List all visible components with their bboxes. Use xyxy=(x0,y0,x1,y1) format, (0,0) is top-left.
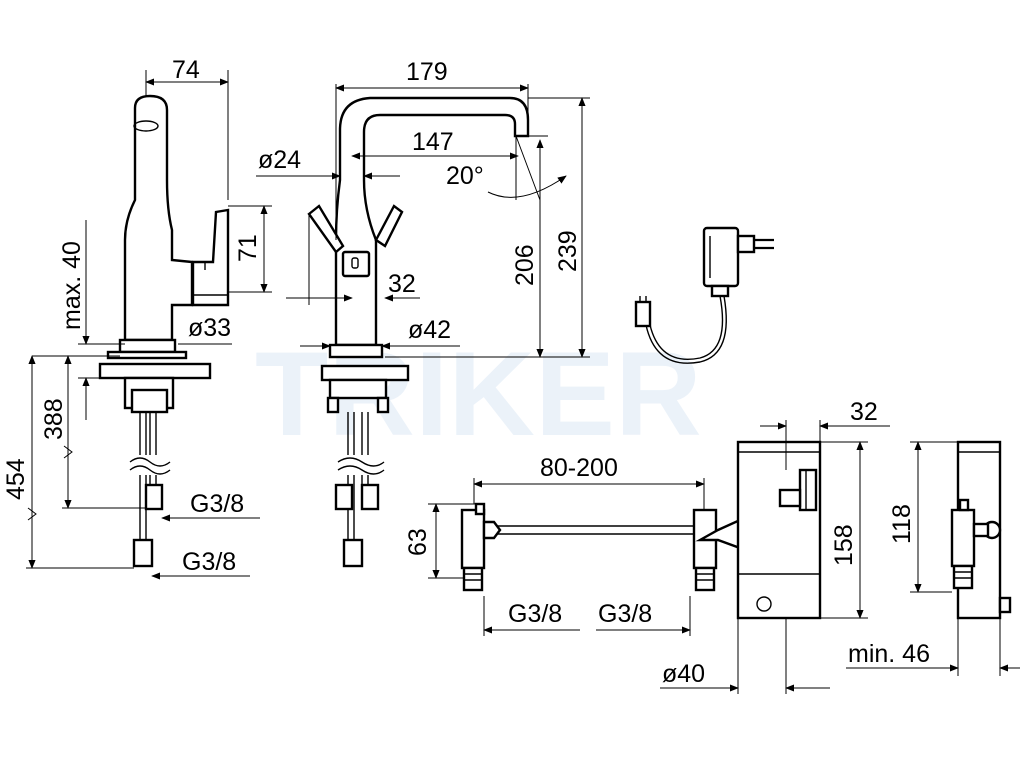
dim-454: 454 xyxy=(2,458,30,500)
dim-32-handle: 32 xyxy=(388,270,416,298)
faucet-side-view xyxy=(98,94,230,568)
control-box-side xyxy=(950,440,1012,620)
dim-diam33: ø33 xyxy=(188,314,231,342)
dim-388: 388 xyxy=(40,398,68,440)
faucet-front-view xyxy=(307,96,530,568)
dim-179: 179 xyxy=(406,58,448,86)
thread-left: G3/8 xyxy=(508,600,562,628)
connection-dimensions: 80-200 63 G3/8 G3/8 xyxy=(404,454,705,636)
dim-32-box: 32 xyxy=(850,398,878,426)
dim-147: 147 xyxy=(412,128,454,156)
control-box-dimensions: 32 158 ø40 xyxy=(660,398,890,694)
dim-diam24: ø24 xyxy=(258,146,301,174)
dim-63: 63 xyxy=(404,528,432,556)
thread-upper: G3/8 xyxy=(190,490,244,518)
dim-angle20: 20° xyxy=(446,162,484,190)
dim-71: 71 xyxy=(234,234,262,262)
control-box-front xyxy=(736,440,822,620)
dim-118: 118 xyxy=(888,504,916,544)
connection-bar xyxy=(460,502,754,592)
side-box-dimensions: 118 min. 46 xyxy=(846,441,1020,676)
watermark-text: TRIKER xyxy=(255,327,702,461)
dim-80-200: 80-200 xyxy=(540,454,618,482)
dim-max40: max. 40 xyxy=(58,241,86,330)
dim-239: 239 xyxy=(554,230,582,272)
thread-lower: G3/8 xyxy=(182,548,236,576)
dim-min46: min. 46 xyxy=(848,640,930,668)
middle-dimensions: 179 147 ø24 20° 32 ø42 206 239 xyxy=(256,58,590,358)
left-dimensions: 74 71 max. 40 ø33 388 454 G3/8 G3/8 xyxy=(2,56,272,580)
dim-206: 206 xyxy=(511,244,539,286)
thread-right: G3/8 xyxy=(598,600,652,628)
dim-74: 74 xyxy=(172,56,200,84)
dim-diam40: ø40 xyxy=(662,660,705,688)
dim-diam42: ø42 xyxy=(408,316,451,344)
dim-158: 158 xyxy=(830,524,858,566)
power-adapter xyxy=(634,226,774,364)
